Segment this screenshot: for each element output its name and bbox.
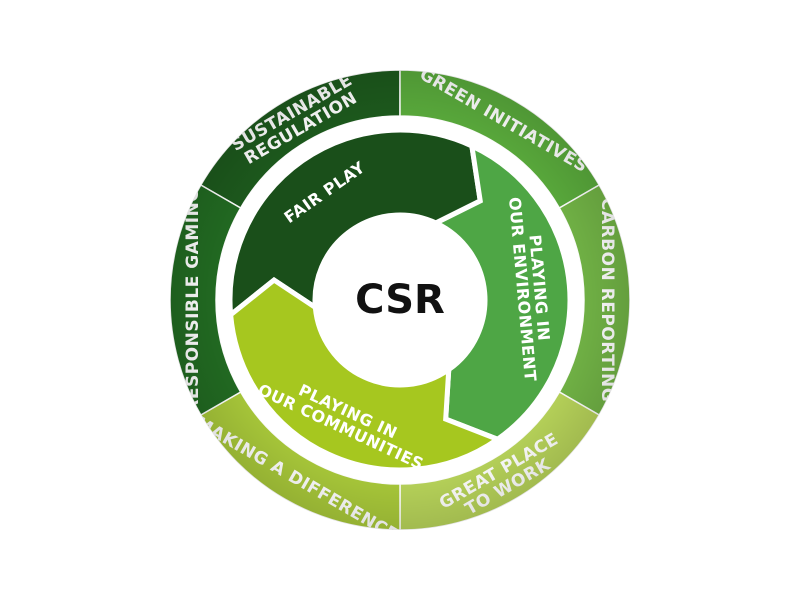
center-label: CSR	[355, 277, 445, 323]
outer-segment-carbon-reporting-label-line: CARBON REPORTING	[597, 198, 617, 402]
outer-segment-carbon-reporting-label: CARBON REPORTING	[597, 198, 617, 402]
outer-segment-responsible-gaming-label-line: RESPONSIBLE GAMING	[183, 187, 203, 413]
outer-segment-responsible-gaming-label: RESPONSIBLE GAMING	[183, 187, 203, 413]
center-circle	[315, 215, 485, 385]
